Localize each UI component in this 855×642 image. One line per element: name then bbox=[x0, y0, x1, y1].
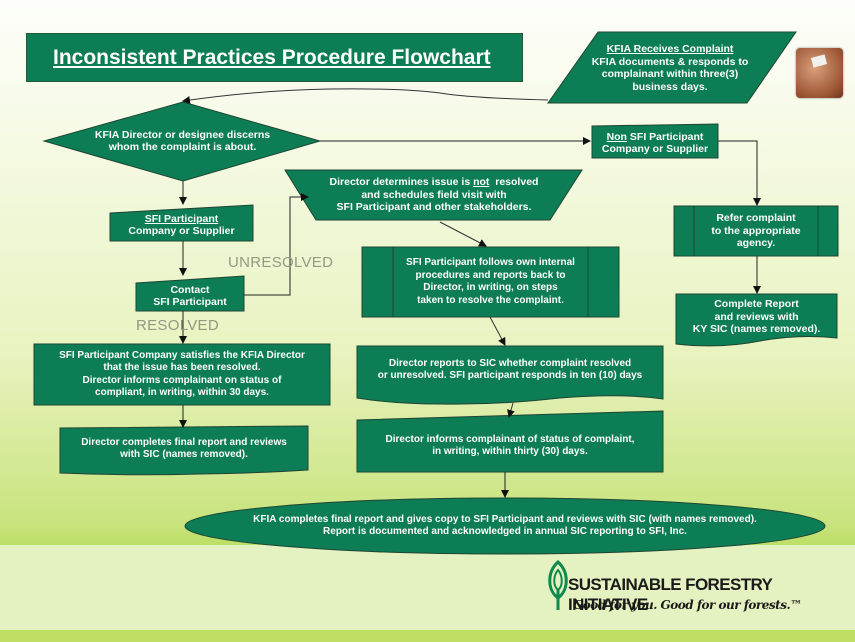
receives-complaint-heading: KFIA Receives Complaint bbox=[606, 43, 734, 55]
node-satisfies: SFI Participant Company satisfies the KF… bbox=[34, 345, 330, 404]
node-text-line: in writing, within thirty (30) days. bbox=[432, 446, 588, 457]
node-text-line: SFI Participant Company satisfies the KF… bbox=[59, 349, 305, 361]
receives-complaint-shape bbox=[547, 31, 797, 104]
node-non-sfi: Non SFI Participant Company or Supplier bbox=[592, 128, 718, 158]
node-receives-complaint: KFIA Receives Complaint KFIA documents &… bbox=[575, 36, 765, 100]
node-director-not-resolved: Director determines issue is not resolve… bbox=[300, 172, 568, 218]
node-text-line: procedures and reports back to bbox=[415, 269, 566, 281]
node-text-line: and schedules field visit with bbox=[361, 188, 507, 201]
node-text-line: KFIA Director or designee discerns bbox=[94, 128, 271, 141]
page-title-text: Inconsistent Practices Procedure Flowcha… bbox=[53, 45, 491, 69]
node-sfi-participant: SFI Participant Company or Supplier bbox=[110, 209, 253, 241]
node-text-line: that the issue has been resolved. bbox=[103, 362, 261, 373]
node-text-line: Report is documented and acknowledged in… bbox=[323, 526, 687, 537]
complete-report-ky-shape bbox=[675, 293, 838, 347]
node-text-line: agency. bbox=[736, 237, 776, 250]
text-segment: Director determines issue is bbox=[329, 176, 474, 189]
text-segment: resolved bbox=[489, 176, 539, 189]
node-text-line: whom the complaint is about. bbox=[108, 141, 257, 153]
non-sfi-heading-rest: SFI Participant bbox=[626, 130, 704, 143]
follows-procedures-shape bbox=[361, 246, 620, 318]
label-resolved: RESOLVED bbox=[136, 317, 219, 334]
node-text-line: business days. bbox=[632, 80, 708, 93]
node-reports-sic: Director reports to SIC whether complain… bbox=[357, 350, 663, 390]
node-text-line: compliant, in writing, within 30 days. bbox=[95, 387, 269, 398]
node-text-line: SFI Participant follows own internal bbox=[406, 257, 575, 268]
node-text-line: to the appropriate bbox=[711, 224, 801, 237]
informs-shape bbox=[356, 410, 664, 473]
sfi-participant-shape bbox=[109, 204, 254, 242]
node-text-line: KFIA documents & responds to bbox=[591, 55, 749, 68]
page-title: Inconsistent Practices Procedure Flowcha… bbox=[26, 33, 523, 82]
node-text-line: or unresolved. SFI participant responds … bbox=[377, 370, 643, 381]
sfi-participant-heading: SFI Participant bbox=[144, 212, 219, 225]
node-text-line: Director determines issue is not resolve… bbox=[330, 176, 539, 189]
node-decision: KFIA Director or designee discerns whom … bbox=[60, 120, 305, 162]
connector-reports-to-informs bbox=[507, 402, 515, 418]
label-unresolved: UNRESOLVED bbox=[228, 254, 334, 271]
satisfies-shape bbox=[33, 343, 331, 406]
director-not-resolved-shape bbox=[284, 169, 583, 221]
final-report-shape bbox=[59, 425, 309, 476]
node-text-line: Company or Supplier bbox=[601, 143, 709, 155]
logo-tagline: Good for you. Good for our forests.™ bbox=[573, 598, 802, 612]
node-text-line: SFI Participant bbox=[153, 296, 227, 308]
node-text-line: KY SIC (names removed). bbox=[692, 323, 821, 336]
node-text-line: Refer complaint bbox=[716, 212, 796, 225]
node-text-line: Director, in writing, on steps bbox=[423, 282, 558, 293]
node-text-line: complainant within three(3) bbox=[601, 68, 739, 80]
non-sfi-heading-underlined: Non bbox=[606, 130, 627, 143]
node-follows-procedures: SFI Participant follows own internal pro… bbox=[393, 249, 588, 315]
non-sfi-shape bbox=[591, 123, 719, 159]
logo-name: SUSTAINABLE FORESTRY INITIATIVE bbox=[568, 575, 773, 614]
node-complete-report-ky: Complete Report and reviews with KY SIC … bbox=[676, 296, 837, 338]
node-contact: Contact SFI Participant bbox=[136, 281, 244, 311]
ballot-slip-icon bbox=[810, 54, 828, 68]
node-text-line: SFI Participant and other stakeholders. bbox=[336, 201, 532, 214]
node-text-line: and reviews with bbox=[714, 310, 799, 323]
node-text-line: taken to resolve the complaint. bbox=[417, 294, 564, 306]
node-text-line: Contact bbox=[170, 283, 210, 296]
node-final-report: Director completes final report and revi… bbox=[60, 430, 308, 468]
node-informs: Director informs complainant of status o… bbox=[357, 422, 663, 470]
node-text-line: Director informs complainant on status o… bbox=[82, 374, 282, 386]
node-text-line: Complete Report bbox=[714, 298, 799, 311]
kfia-final-ellipse bbox=[184, 497, 826, 555]
node-text-line: Director informs complainant of status o… bbox=[385, 433, 635, 445]
text-segment-underlined: not bbox=[473, 176, 490, 189]
node-text-line: Company or Supplier bbox=[128, 225, 235, 237]
node-text-line: with SIC (names removed). bbox=[120, 449, 248, 460]
node-refer: Refer complaint to the appropriate agenc… bbox=[694, 208, 818, 254]
sfi-leaf-logo-icon bbox=[548, 560, 568, 610]
node-text-line: Director reports to SIC whether complain… bbox=[388, 357, 632, 369]
connector-follows-to-reports bbox=[489, 316, 506, 346]
non-sfi-heading: Non SFI Participant bbox=[607, 131, 704, 144]
node-text-line: Director completes final report and revi… bbox=[81, 436, 287, 448]
connector-contact-unresolved bbox=[244, 193, 309, 296]
refer-shape bbox=[673, 205, 839, 257]
contact-shape bbox=[135, 275, 245, 312]
connector-not-resolved-to-follows bbox=[439, 221, 487, 247]
reports-sic-shape bbox=[356, 345, 664, 405]
footer-strip bbox=[0, 630, 855, 642]
footer-band bbox=[0, 545, 855, 630]
node-text-line: KFIA completes final report and gives co… bbox=[253, 513, 757, 525]
node-kfia-final: KFIA completes final report and gives co… bbox=[190, 508, 820, 544]
ballot-box-image bbox=[796, 48, 843, 98]
connector-receives-to-decision bbox=[182, 88, 549, 104]
connector-non-sfi-to-refer bbox=[718, 140, 761, 206]
